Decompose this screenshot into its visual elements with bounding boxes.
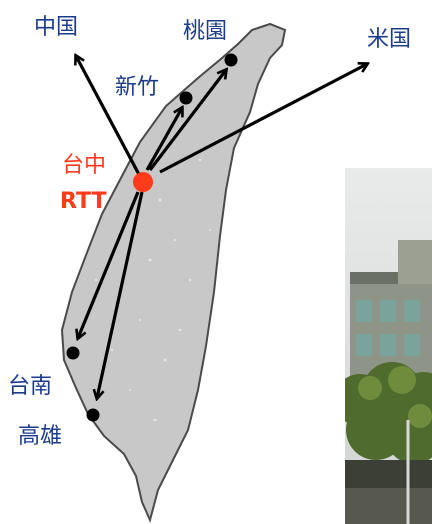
label-hsinchu: 新竹 xyxy=(115,75,159,100)
label-origin-facility: RTT xyxy=(60,189,106,214)
arrow-to-tainan xyxy=(78,191,140,338)
building-photo xyxy=(345,168,432,524)
arrow-to-taoyuan xyxy=(148,70,226,171)
label-usa: 米国 xyxy=(367,27,411,52)
arrow-to-china xyxy=(76,56,145,183)
label-origin-city: 台中 xyxy=(62,153,106,178)
label-tainan: 台南 xyxy=(8,374,52,399)
label-kaohsiung: 高雄 xyxy=(18,424,62,449)
taiwan-island xyxy=(60,22,287,523)
taoyuan-marker xyxy=(224,53,238,67)
rtt-origin-marker xyxy=(133,172,153,192)
hsinchu-marker xyxy=(179,91,193,105)
kaohsiung-marker xyxy=(86,408,100,422)
label-china: 中国 xyxy=(34,15,78,40)
arrow-to-hsinchu xyxy=(145,108,182,171)
label-taoyuan: 桃園 xyxy=(183,19,227,44)
link-arrows xyxy=(76,56,367,398)
arrow-to-usa xyxy=(159,64,367,174)
arrow-to-kaohsiung xyxy=(97,191,144,398)
terrain-texture xyxy=(94,158,212,422)
tainan-marker xyxy=(66,346,80,360)
